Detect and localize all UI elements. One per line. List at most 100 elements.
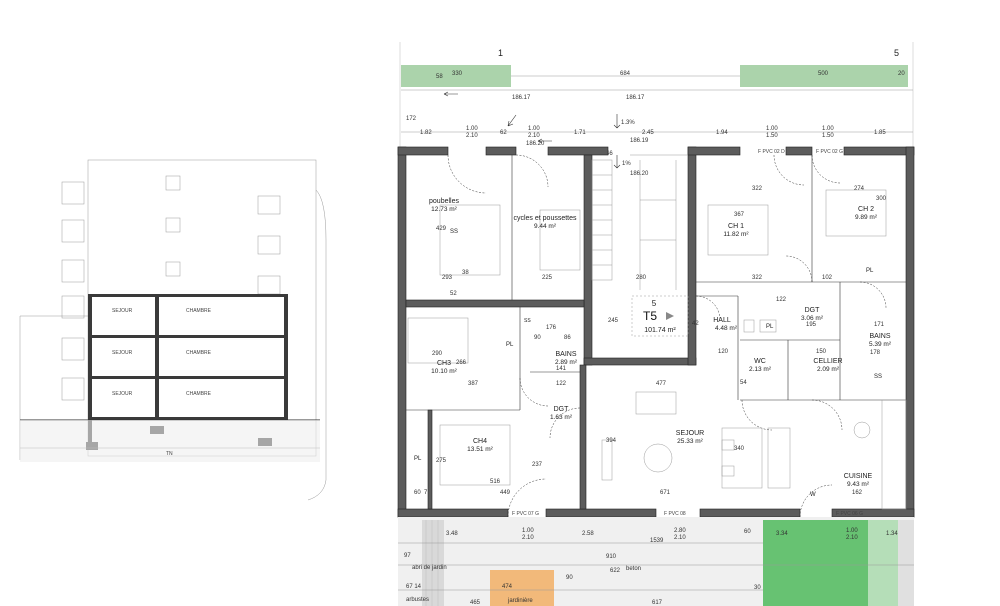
dim-162: 162 bbox=[852, 490, 863, 496]
room-labels: poubelles 12.73 m² cycles et poussettes … bbox=[429, 198, 892, 488]
room-name-ch2: CH 2 bbox=[858, 206, 874, 213]
apartment-tag: 5 T5 101.74 m² bbox=[643, 299, 676, 334]
room-area-cellier: 2.09 m² bbox=[817, 366, 840, 373]
walls bbox=[397, 146, 915, 518]
room-name-wc: WC bbox=[754, 358, 766, 365]
row-dim-4: 1.00 bbox=[528, 126, 540, 132]
dim-54: 54 bbox=[740, 380, 747, 386]
top-dim-6: 186.17 bbox=[626, 95, 645, 101]
top-dim-0: 330 bbox=[452, 71, 463, 77]
dim-429: 429 bbox=[436, 226, 447, 232]
dim-195: 195 bbox=[806, 322, 817, 328]
window-tag-bot-3: F PVC 06 G bbox=[836, 511, 863, 517]
inner-dimensions: 322 274 367 300 293 38 225 280 429 245 3… bbox=[414, 186, 887, 496]
garden-green bbox=[763, 520, 868, 606]
section-label-tn: TN bbox=[166, 451, 173, 457]
room-area-ch1: 11.82 m² bbox=[723, 231, 749, 238]
dim-477: 477 bbox=[656, 381, 667, 387]
ext-dim-13: 474 bbox=[502, 584, 513, 590]
dim-237-a: 237 bbox=[532, 462, 543, 468]
arrow-diagonal-icon bbox=[507, 114, 517, 127]
ext-dim-8: 1.00 bbox=[846, 528, 858, 534]
room-area-ch4: 13.51 m² bbox=[467, 446, 493, 453]
ext-dim-2: 2.10 bbox=[522, 535, 534, 541]
window-tag-top-1: F PVC 02 D bbox=[758, 149, 785, 155]
dim-120: 120 bbox=[718, 349, 729, 355]
row-dim-15: 186.20 bbox=[526, 141, 545, 147]
dim-340: 340 bbox=[734, 446, 745, 452]
room-name-cellier: CELLIER bbox=[813, 358, 842, 365]
row-dim-6: 1.71 bbox=[574, 130, 586, 136]
row-dim-13: 1.50 bbox=[822, 133, 834, 139]
ext-dim-0: 3.48 bbox=[446, 531, 458, 537]
room-name-ch3: CH3 bbox=[437, 360, 451, 367]
dim-449: 449 bbox=[500, 490, 511, 496]
row-dim-14: 1.85 bbox=[874, 130, 886, 136]
label-ss-2: SS bbox=[874, 374, 882, 380]
dim-300: 300 bbox=[876, 196, 887, 202]
dim-60: 60 bbox=[414, 490, 421, 496]
axis-label-1: 1 bbox=[498, 48, 503, 58]
apartment-number: 5 bbox=[652, 299, 657, 308]
axis-label-5: 5 bbox=[894, 48, 899, 58]
ext-dim-20: 60 bbox=[744, 529, 751, 535]
row-dim-7: 2.45 bbox=[642, 130, 654, 136]
slope-arrow-icon bbox=[613, 114, 621, 129]
ext-dim-3: 2.58 bbox=[582, 531, 594, 537]
room-name-dgt-2: DGT bbox=[805, 307, 821, 314]
room-area-bains-2: 5.39 m² bbox=[869, 341, 892, 348]
row-dim-8: 186.19 bbox=[630, 138, 649, 144]
top-dim-3: 20 bbox=[898, 71, 905, 77]
row-dim-11: 1.50 bbox=[766, 133, 778, 139]
ext-dim-11: 910 bbox=[606, 554, 617, 560]
play-triangle-icon bbox=[666, 312, 674, 320]
dim-387: 387 bbox=[468, 381, 479, 387]
section-label-chambre-2: CHAMBRE bbox=[186, 350, 212, 356]
slope-arrow-2-icon bbox=[613, 155, 621, 169]
ext-dim-14: 465 bbox=[470, 600, 481, 606]
dim-90: 90 bbox=[534, 335, 541, 341]
section-label-sejour-2: SEJOUR bbox=[112, 350, 133, 356]
dim-38: 38 bbox=[462, 270, 469, 276]
green-strip-left bbox=[401, 65, 511, 87]
room-area-ch3: 10.10 m² bbox=[431, 368, 457, 375]
green-strip-right bbox=[740, 65, 908, 87]
ext-dim-6: 2.10 bbox=[674, 535, 686, 541]
section-drawing: SEJOUR CHAMBRE SEJOUR CHAMBRE SEJOUR CHA… bbox=[19, 159, 327, 501]
top-dim-4: 58 bbox=[436, 74, 443, 80]
room-name-bains-2: BAINS bbox=[869, 333, 890, 340]
section-label-chambre-1: CHAMBRE bbox=[186, 308, 212, 314]
dim-102: 102 bbox=[822, 275, 833, 281]
ext-dim-9: 2.10 bbox=[846, 535, 858, 541]
room-area-dgt-2: 3.06 m² bbox=[801, 315, 824, 322]
room-name-bains-1: BAINS bbox=[555, 351, 576, 358]
label-ss-1: SS bbox=[450, 229, 458, 235]
ext-label-abri: abri de jardin bbox=[412, 565, 447, 571]
dim-290: 290 bbox=[432, 351, 443, 357]
arrow-left-2-icon bbox=[537, 138, 552, 144]
ext-dim-19: 30 bbox=[754, 585, 761, 591]
dim-176: 176 bbox=[546, 325, 557, 331]
label-pl-2: PL bbox=[414, 456, 422, 462]
ext-dim-1: 1.00 bbox=[522, 528, 534, 534]
dim-293: 293 bbox=[442, 275, 453, 281]
label-pl-4: PL bbox=[766, 324, 774, 330]
section-label-sejour-1: SEJOUR bbox=[112, 308, 133, 314]
dim-322-a: 322 bbox=[752, 186, 763, 192]
row-dim-9: 1.94 bbox=[716, 130, 728, 136]
row-dim-10: 1.00 bbox=[766, 126, 778, 132]
dim-122-b: 122 bbox=[556, 381, 567, 387]
row-dim-3: 62 bbox=[500, 130, 507, 136]
row-dim-16: 186.20 bbox=[630, 171, 649, 177]
dim-86: 86 bbox=[564, 335, 571, 341]
room-name-sejour: SEJOUR bbox=[676, 430, 704, 437]
dim-171: 171 bbox=[874, 322, 885, 328]
dim-122: 122 bbox=[776, 297, 787, 303]
room-name-cycles: cycles et poussettes bbox=[513, 215, 577, 222]
dim-7: 7 bbox=[424, 490, 428, 496]
ext-dim-16: 97 bbox=[404, 553, 411, 559]
label-pl-1: PL bbox=[506, 342, 514, 348]
top-dim-7: 172 bbox=[406, 116, 417, 122]
ext-dim-10: 1.34 bbox=[886, 531, 898, 537]
